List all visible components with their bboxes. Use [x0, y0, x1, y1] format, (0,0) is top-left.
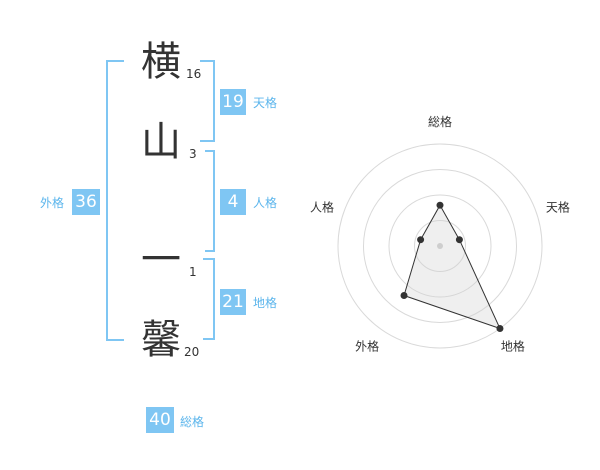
radar-ring: [363, 169, 517, 323]
radar-polygon: [403, 204, 501, 330]
gaikaku-value-badge: 36: [72, 189, 100, 215]
gaikaku-label: 外格: [40, 196, 65, 210]
radar-axis-label: 地格: [501, 338, 525, 353]
tenkaku-label: 天格: [253, 96, 278, 110]
radar-axis-label: 総格: [428, 114, 452, 129]
name-char-1: 横: [141, 39, 181, 85]
radar-center-dot: [437, 243, 443, 249]
stroke-count-4: 20: [184, 345, 200, 359]
radar-point: [436, 201, 444, 209]
radar-ring: [337, 143, 543, 349]
stroke-count-1: 16: [186, 67, 202, 81]
chikaku-label: 地格: [253, 296, 278, 310]
radar-point: [496, 325, 504, 333]
radar-axis-label: 人格: [310, 200, 334, 215]
gaikaku-bracket: [106, 60, 124, 341]
name-char-3: 一: [141, 237, 181, 283]
chikaku-bracket: [203, 258, 215, 340]
jinkaku-bracket: [205, 150, 215, 252]
tenkaku-value-badge: 19: [220, 89, 246, 115]
radar-point: [400, 292, 408, 300]
soukaku-value-badge: 40: [146, 407, 174, 433]
chikaku-value-badge: 21: [220, 289, 246, 315]
stroke-count-3: 1: [189, 265, 197, 279]
radar-axis-label: 天格: [546, 200, 570, 215]
jinkaku-label: 人格: [253, 196, 278, 210]
stroke-count-2: 3: [189, 147, 197, 161]
jinkaku-value-badge: 4: [220, 189, 246, 215]
soukaku-label: 総格: [180, 415, 205, 429]
radar-ring: [388, 194, 492, 298]
tenkaku-bracket: [200, 60, 215, 142]
name-char-4: 馨: [141, 317, 181, 363]
radar-axis-label: 外格: [355, 338, 379, 353]
radar-ring: [414, 220, 466, 272]
name-char-2: 山: [141, 119, 181, 165]
radar-point: [455, 236, 463, 244]
radar-point: [417, 236, 425, 244]
